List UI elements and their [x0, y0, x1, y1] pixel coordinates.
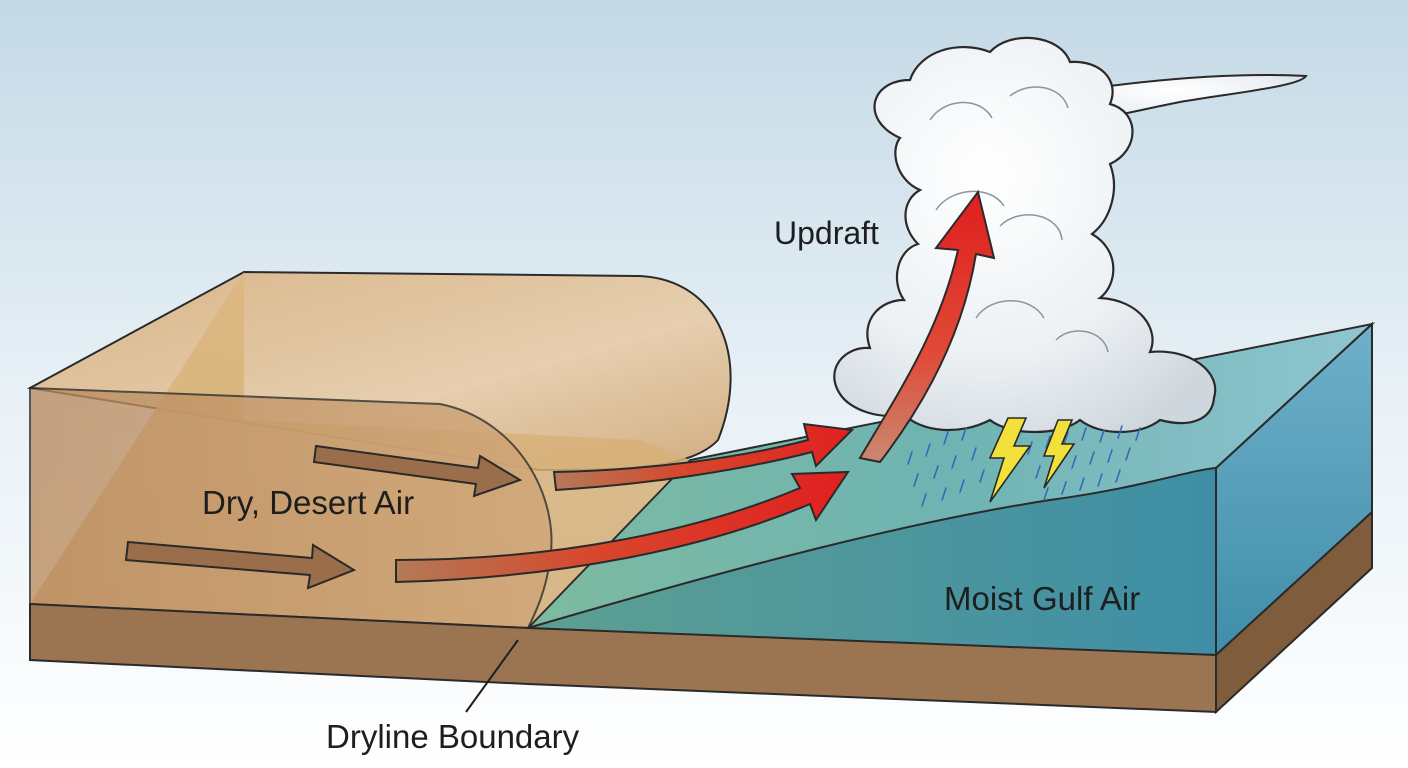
warm-air-arrow-upper [552, 422, 855, 492]
moist-air-label: Moist Gulf Air [944, 580, 1140, 617]
cloud-detail-5 [929, 101, 993, 121]
dry-air-arrow-upper [312, 444, 523, 498]
cloud-detail-6 [1009, 86, 1069, 109]
cloud-detail-3 [975, 300, 1045, 319]
updraft-arrow [858, 189, 996, 464]
warm-air-arrow-lower [395, 470, 850, 584]
cloud-detail-4 [1055, 330, 1109, 353]
lightning-bolt-left [988, 417, 1032, 503]
lightning-bolt-right [1042, 419, 1076, 489]
rain [907, 425, 1141, 507]
dry-air-label: Dry, Desert Air [202, 484, 414, 521]
cloud-detail-1 [935, 190, 1005, 211]
dryline-leader-line [465, 639, 519, 713]
updraft-label: Updraft [774, 215, 879, 251]
dry-air-arrow-lower [124, 540, 357, 590]
dryline-label: Dryline Boundary [326, 718, 580, 755]
cloud-detail-2 [999, 214, 1063, 241]
